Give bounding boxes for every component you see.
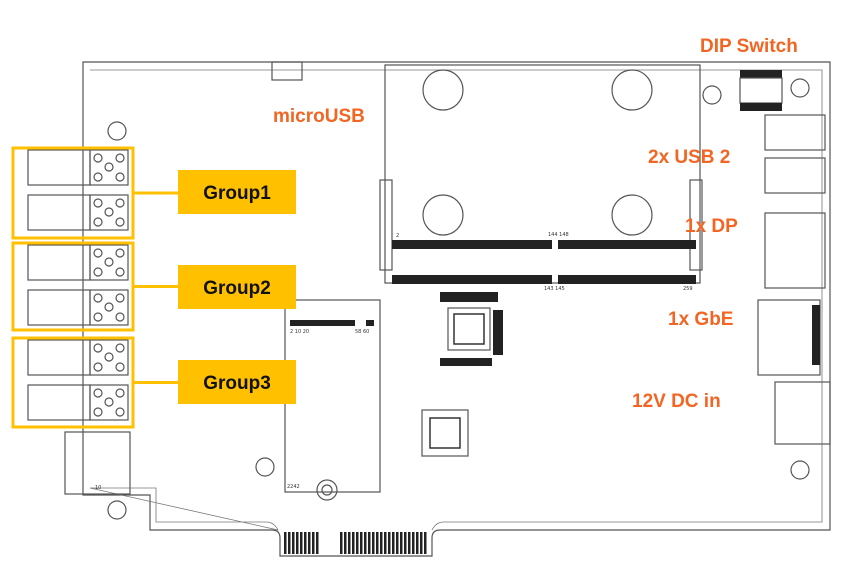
group-box — [11, 241, 135, 332]
mounting-holes — [107, 78, 810, 520]
board-outline — [82, 61, 831, 557]
usb-connector-1 — [764, 114, 826, 151]
label-dp: 1x DP — [685, 216, 738, 237]
pin-label: 2 10 20 — [290, 329, 309, 335]
pcie-edge-connector — [284, 532, 427, 554]
pin-label: 58 60 — [355, 329, 369, 335]
fpga-chip — [440, 292, 503, 366]
bga-chip — [421, 409, 469, 457]
m2-slot: 2 10 20 58 60 2242 — [284, 299, 381, 501]
usb-connector-2 — [764, 157, 826, 194]
group-box — [11, 336, 135, 429]
label-gbe: 1x GbE — [668, 309, 733, 330]
pin-label: 2 — [396, 233, 399, 239]
label-dip-switch: DIP Switch — [700, 36, 798, 57]
group-box — [11, 146, 135, 240]
pin-label: 143 145 — [544, 286, 565, 292]
group-label-box — [178, 265, 296, 309]
pin-label: 259 — [683, 286, 693, 292]
pin-header — [64, 431, 131, 495]
dp-connector — [764, 212, 826, 289]
group-label: Group2 — [203, 278, 271, 299]
label-usb2: 2x USB 2 — [648, 147, 730, 168]
group-label: Group1 — [203, 183, 271, 204]
dip-switch — [740, 70, 782, 78]
group-label-box — [178, 170, 296, 214]
dc-jack — [774, 381, 831, 445]
gbe-connector — [757, 299, 821, 376]
label-dc-in: 12V DC in — [632, 391, 721, 412]
group-label: Group3 — [203, 373, 271, 394]
left-connectors — [27, 149, 129, 421]
pin-label: 2242 — [287, 484, 300, 490]
sodimm-slot: 2 144 148 143 145 259 — [379, 64, 703, 292]
pin-label: 144 148 — [548, 232, 569, 238]
pin-label: 10 — [95, 485, 101, 491]
group-label-box — [178, 360, 296, 404]
microusb-connector — [271, 61, 303, 81]
label-microusb: microUSB — [273, 106, 365, 127]
